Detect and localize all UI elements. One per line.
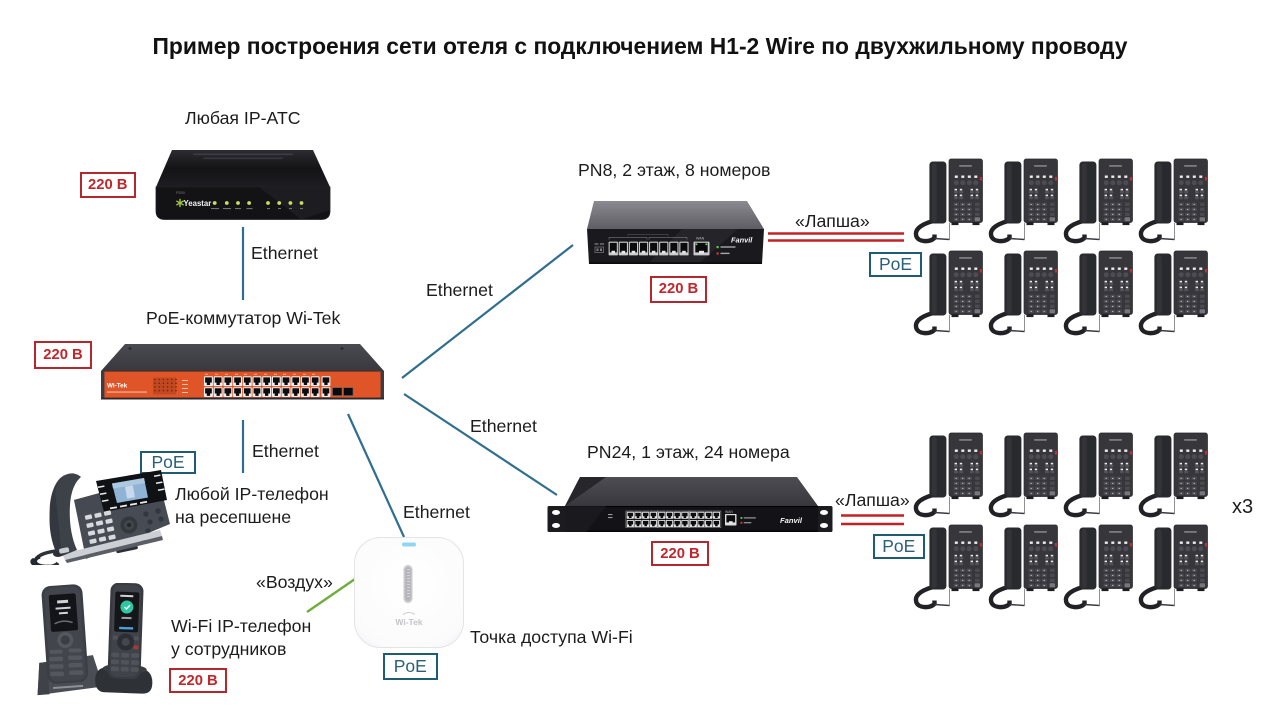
svg-text:Fanvil: Fanvil xyxy=(780,516,803,525)
svg-text:WAN: WAN xyxy=(696,237,705,241)
svg-text:P550: P550 xyxy=(176,191,185,195)
svg-text:Wi-Tek: Wi-Tek xyxy=(395,617,422,627)
svg-text:Yeastar: Yeastar xyxy=(184,199,212,208)
svg-text:WAN: WAN xyxy=(725,510,733,514)
svg-text:Fanvil: Fanvil xyxy=(731,236,753,245)
svg-text:Wi-Tek: Wi-Tek xyxy=(107,383,128,390)
